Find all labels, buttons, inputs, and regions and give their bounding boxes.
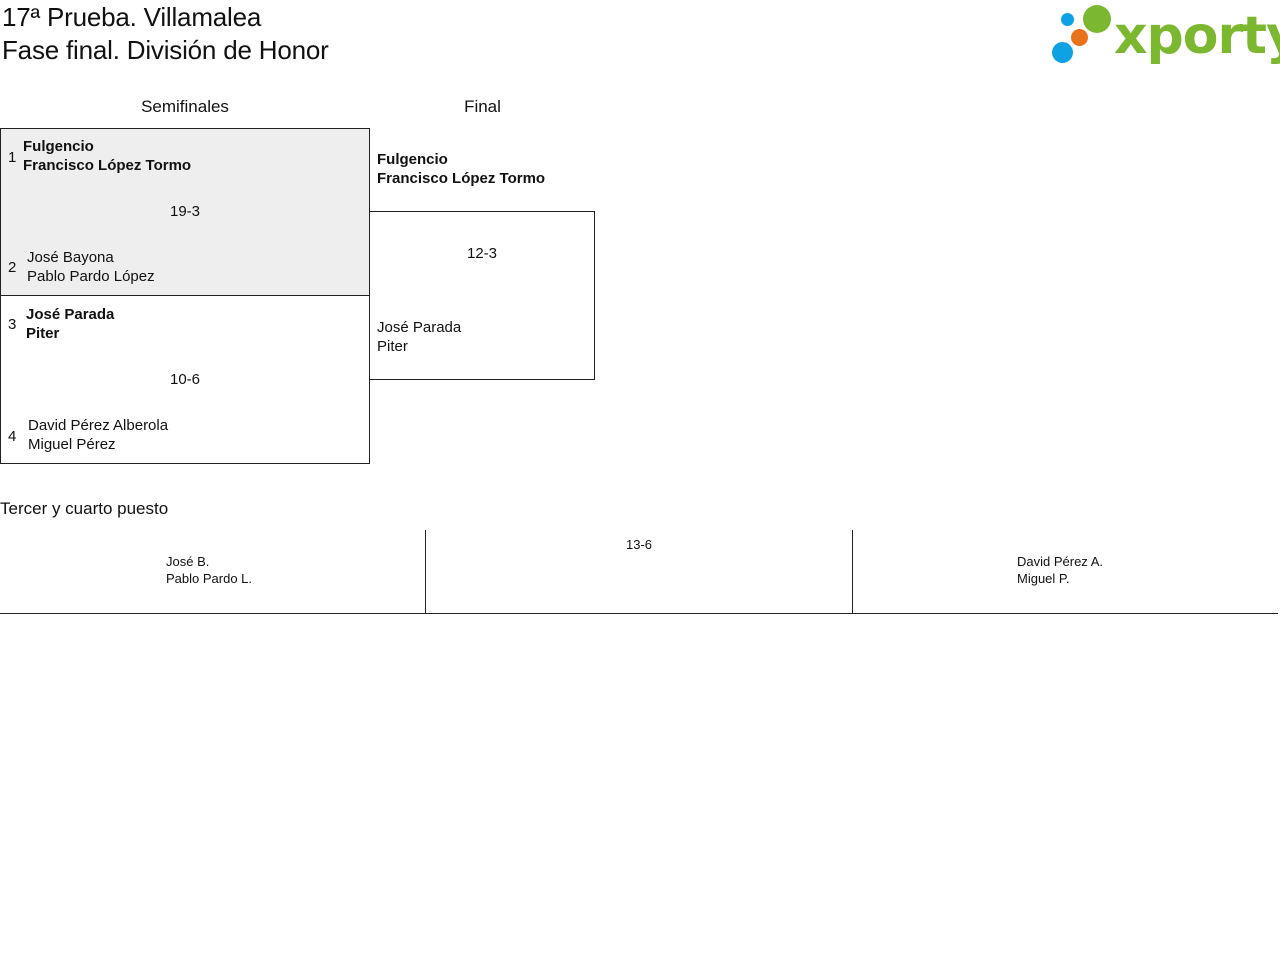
final-top-team: Fulgencio Francisco López Tormo xyxy=(377,150,545,188)
final-score: 12-3 xyxy=(466,245,498,262)
player-name: Francisco López Tormo xyxy=(377,170,546,187)
semifinal-1-box: 1 Fulgencio Francisco López Tormo 19-3 2… xyxy=(0,128,370,296)
player-name: José B. xyxy=(166,554,210,569)
title-line-1: 17ª Prueba. Villamalea xyxy=(2,2,262,32)
player-name: José Parada xyxy=(26,306,115,323)
player-name: Piter xyxy=(26,325,60,342)
logo-dot-blue-top xyxy=(1061,13,1074,26)
final-box: 12-3 José Parada Piter xyxy=(369,211,595,380)
logo-dot-green-large xyxy=(1083,5,1111,33)
third-place-bottom-rule xyxy=(426,613,852,614)
semifinal-1-bottom-team: José Bayona Pablo Pardo López xyxy=(27,248,155,286)
logo-dot-blue-large xyxy=(1052,42,1073,63)
player-name: David Pérez A. xyxy=(1017,554,1103,569)
player-name: Miguel Pérez xyxy=(28,436,116,453)
final-bottom-team: José Parada Piter xyxy=(377,318,461,356)
third-place-heading: Tercer y cuarto puesto xyxy=(0,499,169,518)
semifinal-1-top-team: Fulgencio Francisco López Tormo xyxy=(23,137,191,175)
player-name: José Parada xyxy=(377,319,462,336)
final-heading: Final xyxy=(464,97,501,116)
semifinals-heading: Semifinales xyxy=(141,97,229,116)
seed-number: 2 xyxy=(8,259,17,276)
player-name: Fulgencio xyxy=(377,151,448,168)
player-name: Pablo Pardo López xyxy=(27,268,155,285)
semifinal-2-box: 3 José Parada Piter 10-6 4 David Pérez A… xyxy=(0,295,370,464)
player-name: Pablo Pardo L. xyxy=(166,571,253,586)
title-line-2: Fase final. División de Honor xyxy=(2,35,329,65)
seed-number: 3 xyxy=(8,316,17,333)
logo-dot-orange xyxy=(1071,29,1088,46)
semifinal-2-top-team: José Parada Piter xyxy=(26,305,114,343)
page-title: 17ª Prueba. Villamalea Fase final. Divis… xyxy=(2,1,329,67)
semifinal-2-bottom-team: David Pérez Alberola Miguel Pérez xyxy=(28,416,168,454)
semifinal-1-score: 19-3 xyxy=(169,203,201,220)
player-name: Miguel P. xyxy=(1017,571,1070,586)
player-name: David Pérez Alberola xyxy=(28,417,169,434)
third-place-score: 13-6 xyxy=(625,537,653,552)
third-place-right-cell: David Pérez A. Miguel P. xyxy=(852,530,1278,614)
player-name: Fulgencio xyxy=(23,138,94,155)
seed-number: 4 xyxy=(8,428,17,445)
logo-wordmark: xporty xyxy=(1114,6,1280,66)
third-place-left-cell: José B. Pablo Pardo L. xyxy=(0,530,426,614)
xporty-logo: xporty xyxy=(1050,4,1280,68)
player-name: José Bayona xyxy=(27,249,114,266)
third-place-right-team: David Pérez A. Miguel P. xyxy=(1017,553,1103,587)
seed-number: 1 xyxy=(8,149,17,166)
semifinal-2-score: 10-6 xyxy=(169,371,201,388)
third-place-left-team: José B. Pablo Pardo L. xyxy=(166,553,252,587)
player-name: Piter xyxy=(377,338,408,355)
player-name: Francisco López Tormo xyxy=(23,157,192,174)
